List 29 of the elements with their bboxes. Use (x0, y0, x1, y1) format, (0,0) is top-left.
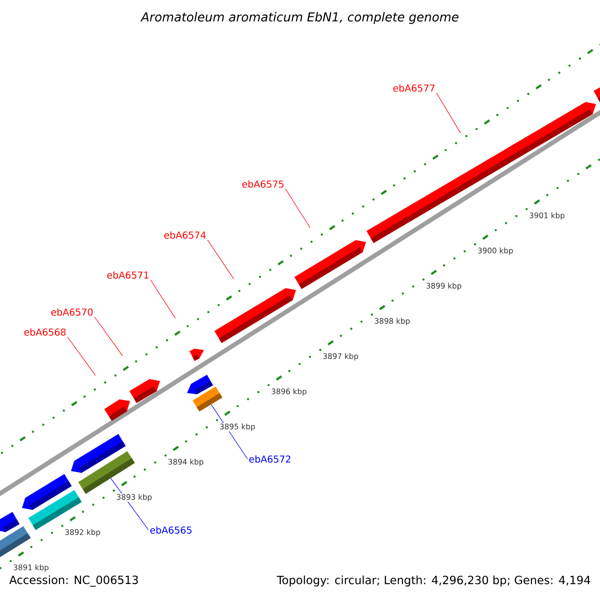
footer-text: Topology: circular; Length: 4,296,230 bp; Genes: 4,194 (276, 576, 590, 586)
gene-block (366, 102, 596, 244)
gene-block (28, 490, 82, 530)
gene-block (129, 379, 160, 404)
gene-label: ebA6577 (393, 84, 434, 92)
gene-label: ebA6575 (242, 180, 284, 188)
gene-block (104, 399, 130, 421)
leader-line (94, 316, 123, 356)
gene-label: ebA6571 (107, 271, 148, 279)
gene-block (0, 512, 20, 532)
gene-label: ebA6572 (249, 455, 290, 463)
gene-block (190, 348, 204, 361)
leader-line (67, 336, 96, 376)
leader-line (207, 240, 234, 280)
gene-label: ebA6565 (150, 526, 192, 534)
gene-block (187, 374, 213, 394)
gene-label: ebA6574 (164, 231, 206, 239)
gene-block (214, 288, 296, 343)
leader-line (285, 188, 310, 228)
leader-line (436, 92, 461, 134)
gene-block (294, 240, 366, 289)
footer-text: Accession: NC_006513 (9, 575, 138, 587)
gene-block (594, 84, 600, 104)
title: Aromatoleum aromaticum EbN1, complete genome (140, 12, 458, 24)
gene-block (192, 386, 222, 412)
gene-label: ebA6568 (24, 328, 66, 336)
gene-block (78, 451, 135, 494)
gene-label: ebA6570 (51, 308, 93, 316)
leader-line (150, 280, 176, 318)
